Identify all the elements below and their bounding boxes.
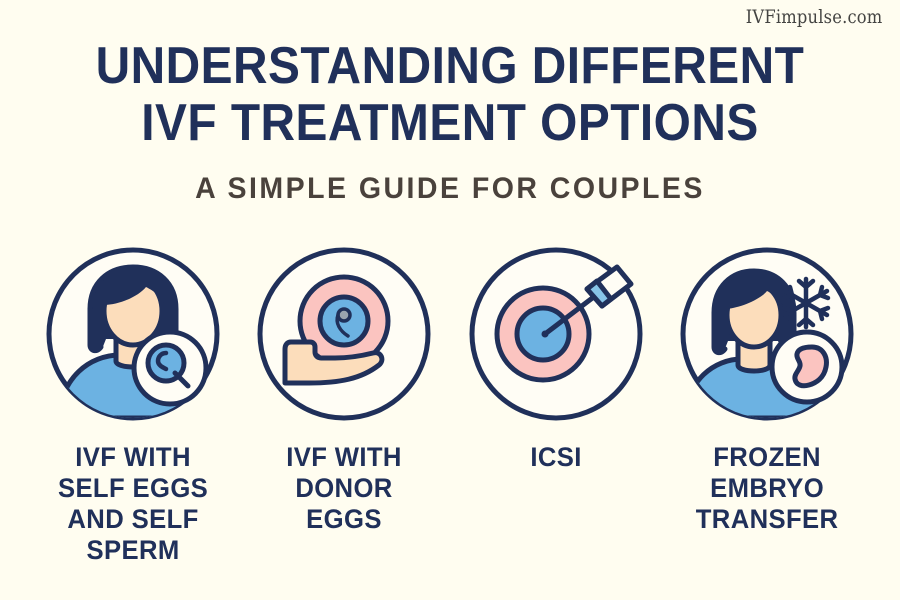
egg-with-injection-needle-icon — [465, 243, 647, 425]
option-label-icsi: ICSI — [529, 442, 582, 472]
title-line-1: UNDERSTANDING DIFFERENT — [95, 37, 805, 95]
option-label-ivf-donor: IVF WITH DONOR EGGS — [286, 442, 403, 534]
page-title: UNDERSTANDING DIFFERENT IVF TREATMENT OP… — [0, 38, 900, 152]
option-label-ivf-self: IVF WITH SELF EGGS AND SELF SPERM — [57, 442, 209, 565]
woman-with-egg-magnifier-icon — [42, 243, 224, 425]
site-watermark: IVFimpulse.com — [745, 6, 882, 29]
option-card-ivf-donor[interactable]: IVF WITH DONOR EGGS — [249, 243, 439, 566]
option-label-frozen-embryo: FROZEN EMBRYO TRANSFER — [695, 442, 839, 534]
option-card-frozen-embryo[interactable]: FROZEN EMBRYO TRANSFER — [672, 243, 862, 566]
title-line-2: IVF TREATMENT OPTIONS — [141, 94, 759, 152]
hand-holding-egg-icon — [253, 243, 435, 425]
woman-snowflake-embryo-icon — [676, 243, 858, 425]
page-subtitle: A SIMPLE GUIDE FOR COUPLES — [195, 172, 705, 205]
option-card-ivf-self[interactable]: IVF WITH SELF EGGS AND SELF SPERM — [38, 243, 228, 566]
option-card-icsi[interactable]: ICSI — [461, 243, 651, 566]
treatment-options-row: IVF WITH SELF EGGS AND SELF SPERM IV — [0, 243, 900, 566]
snowflake-icon — [781, 276, 831, 330]
